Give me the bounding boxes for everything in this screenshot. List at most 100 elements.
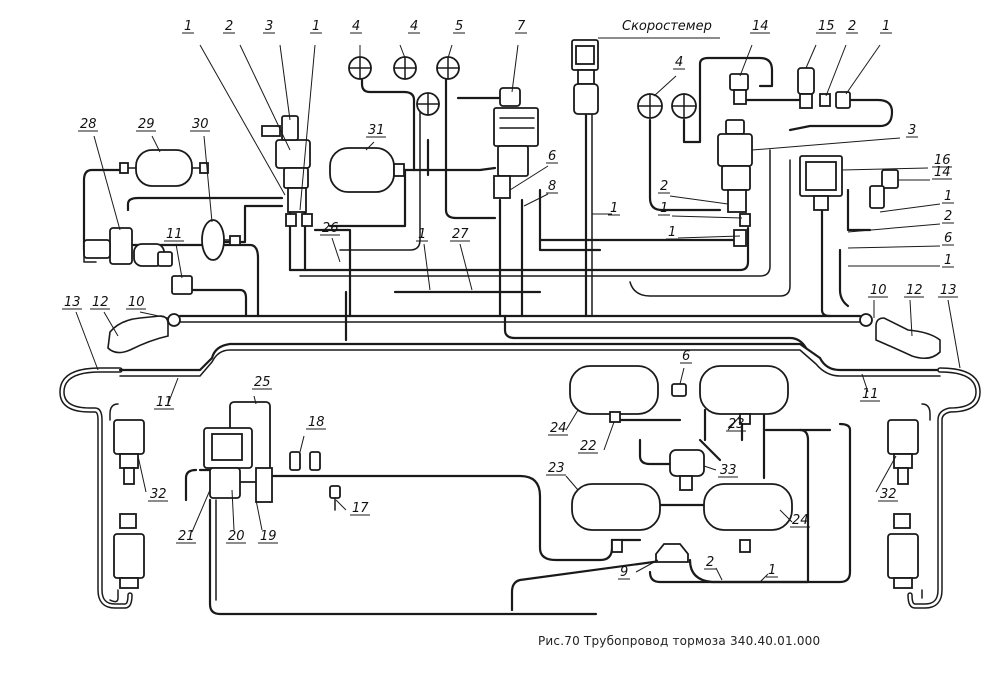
- leader-l33: [703, 465, 717, 471]
- pipe-network: [59, 56, 981, 616]
- part-label-l17: 17: [352, 501, 369, 516]
- part-label-l1g: 1: [944, 189, 952, 204]
- leader-l2c: [669, 195, 729, 205]
- leader-l5: [447, 44, 453, 59]
- part-label-l9: 9: [620, 565, 628, 580]
- part-label-l1j: 1: [768, 563, 776, 578]
- leader-l1c: [845, 44, 881, 95]
- leader-l28: [93, 135, 121, 231]
- leader-l15: [805, 44, 817, 69]
- leader-lines: [62, 32, 961, 583]
- part-label-l7: 7: [517, 19, 526, 34]
- figure-caption: Рис.70 Трубопровод тормоза 340.40.01.000: [538, 634, 821, 648]
- leader-l30: [203, 135, 213, 223]
- leader-l29: [151, 135, 161, 153]
- leader-l11c: [861, 373, 869, 393]
- air-tank-29: [119, 149, 209, 187]
- part-label-l1d: 1: [660, 201, 668, 216]
- part-label-l10b: 10: [870, 283, 887, 298]
- leader-l16: [841, 167, 929, 171]
- leader-l27: [459, 243, 473, 291]
- part-label-l6c: 6: [682, 349, 690, 364]
- part-label-l1h: 1: [944, 253, 952, 268]
- leader-l22: [603, 421, 615, 451]
- leader-l20: [231, 489, 235, 531]
- leader-l8: [523, 193, 549, 207]
- leader-l4b: [399, 44, 406, 59]
- leader-l31: [365, 141, 375, 151]
- part-label-l16: 16: [934, 153, 951, 168]
- part-label-l1c: 1: [882, 19, 890, 34]
- leader-l13b: [947, 299, 961, 369]
- part-label-l14b: 14: [934, 165, 951, 180]
- leader-l1i: [423, 243, 431, 291]
- leader-l17: [335, 499, 347, 511]
- leader-l32a: [137, 455, 147, 493]
- brake-chambers-32-left: [113, 419, 145, 589]
- brake-chambers-32-right: [887, 419, 919, 589]
- valve-9: [655, 543, 689, 563]
- leader-l1d: [671, 215, 743, 219]
- part-label-l14a: 14: [752, 19, 769, 34]
- leader-l32b: [875, 455, 897, 493]
- leader-l19: [255, 499, 263, 531]
- pressure-regulator-28: [83, 227, 193, 295]
- part-label-l2b: 2: [848, 19, 856, 34]
- leader-l23a: [727, 415, 741, 431]
- relay-valve-16: [799, 155, 843, 211]
- part-label-l2d: 2: [944, 209, 952, 224]
- leader-l12b: [909, 299, 913, 337]
- leader-l14a: [739, 44, 753, 77]
- part-label-l6b: 6: [944, 231, 952, 246]
- part-label-l29: 29: [138, 117, 155, 132]
- part-label-l13b: 13: [940, 283, 957, 298]
- brake-valve-3-right: [717, 119, 753, 247]
- leader-l6a: [509, 165, 549, 191]
- leader-l1g: [879, 203, 941, 213]
- leader-l11a: [175, 243, 183, 279]
- brake-valve-3-left: [261, 115, 313, 227]
- leader-l21: [191, 489, 211, 533]
- part-label-l12b: 12: [906, 283, 923, 298]
- leader-l3b: [751, 137, 901, 151]
- leader-l25: [253, 395, 257, 405]
- valve-33: [669, 449, 705, 491]
- part-label-l2c: 2: [660, 179, 668, 194]
- part-label-l4c: 4: [675, 55, 683, 70]
- part-label-l13a: 13: [64, 295, 81, 310]
- air-tank-23-bottom: [571, 483, 661, 531]
- part-label-l23a: 23: [728, 417, 745, 432]
- part-label-l25: 25: [254, 375, 271, 390]
- air-tank-24-bottom: [703, 483, 793, 531]
- part-label-l6a: 6: [548, 149, 556, 164]
- tank-drain-cocks: [609, 411, 751, 553]
- part-label-l31: 31: [368, 123, 385, 138]
- part-label-l11a: 11: [166, 227, 183, 242]
- part-label-l1e: 1: [668, 225, 676, 240]
- leader-l9: [635, 559, 659, 573]
- leader-l18: [299, 435, 305, 453]
- safety-valves-18: [289, 451, 321, 471]
- part-label-l19: 19: [260, 529, 277, 544]
- connecting-hose-12-left: [107, 313, 181, 354]
- part-label-l33: 33: [720, 463, 737, 478]
- part-label-l2e: 2: [706, 555, 714, 570]
- part-label-l27: 27: [452, 227, 469, 242]
- part-label-l2a: 2: [225, 19, 233, 34]
- leader-l23b: [565, 475, 579, 491]
- part-label-l26: 26: [322, 221, 339, 236]
- part-label-l21: 21: [178, 529, 195, 544]
- pressure-switch-14-right: [869, 169, 899, 209]
- part-label-l32b: 32: [880, 487, 897, 502]
- leader-l6c: [679, 367, 685, 385]
- part-label-l3b: 3: [908, 123, 916, 138]
- part-label-l5: 5: [455, 19, 463, 34]
- part-label-l1b: 1: [312, 19, 320, 34]
- leader-l6b: [847, 245, 941, 249]
- part-label-l15: 15: [818, 19, 835, 34]
- leader-l10a: [139, 311, 169, 319]
- leader-l12a: [103, 311, 119, 337]
- leader-l4c: [653, 75, 677, 97]
